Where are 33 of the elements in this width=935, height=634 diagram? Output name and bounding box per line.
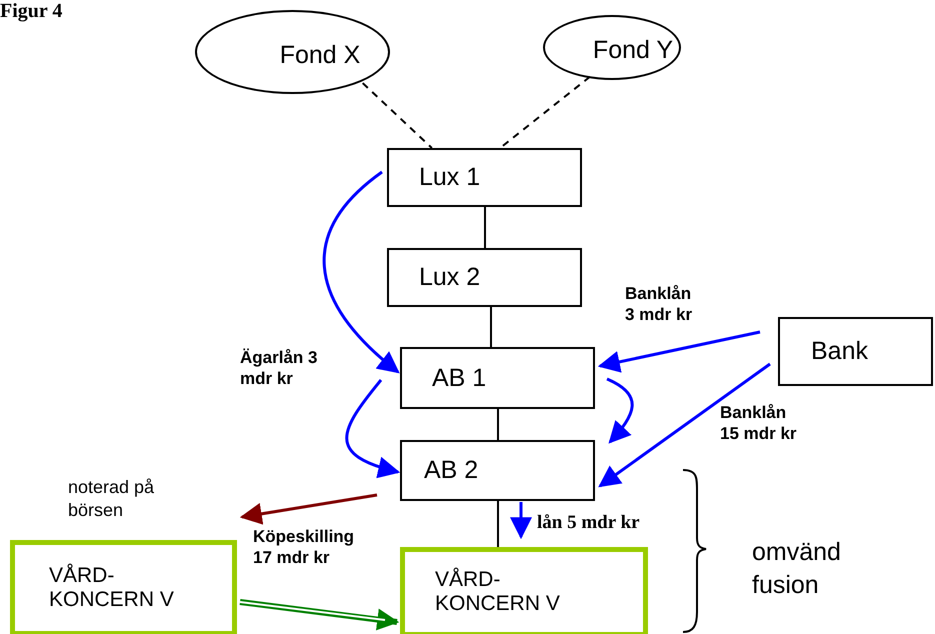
ellipse-node [195, 10, 390, 94]
arrow [510, 502, 532, 540]
arrow [240, 599, 400, 630]
ellipse-node [543, 15, 681, 80]
entity-box [778, 317, 933, 386]
node-label: AB 2 [424, 456, 478, 485]
entity-box [400, 347, 595, 409]
node-label: Fond Y [592, 36, 674, 65]
arrow [606, 378, 634, 444]
node-label: VÅRD- KONCERN V [435, 568, 561, 616]
connector-line [497, 501, 499, 547]
entity-box [400, 440, 595, 501]
node-label: AB 1 [432, 364, 486, 392]
arrow [240, 494, 378, 525]
node-label: VÅRD- KONCERN V [49, 564, 175, 612]
connector-line [497, 409, 499, 440]
node-label: Fond X [280, 40, 360, 70]
dashed-line [362, 82, 433, 149]
node-label: Lux 2 [419, 263, 480, 292]
arrow [598, 362, 771, 488]
node-label: Bank [811, 337, 868, 366]
company-box [400, 547, 648, 634]
connector-line [490, 307, 492, 347]
entity-box [387, 148, 582, 207]
group-label: omvänd fusion [752, 537, 842, 600]
arrow [345, 379, 400, 478]
connector-line [484, 207, 486, 248]
figure-title: Figur 4 [0, 0, 62, 23]
arrow [598, 330, 760, 373]
note-text: noterad på börsen [68, 476, 156, 521]
node-label: Lux 1 [419, 163, 480, 192]
arrow [322, 170, 400, 374]
entity-box [387, 248, 582, 307]
